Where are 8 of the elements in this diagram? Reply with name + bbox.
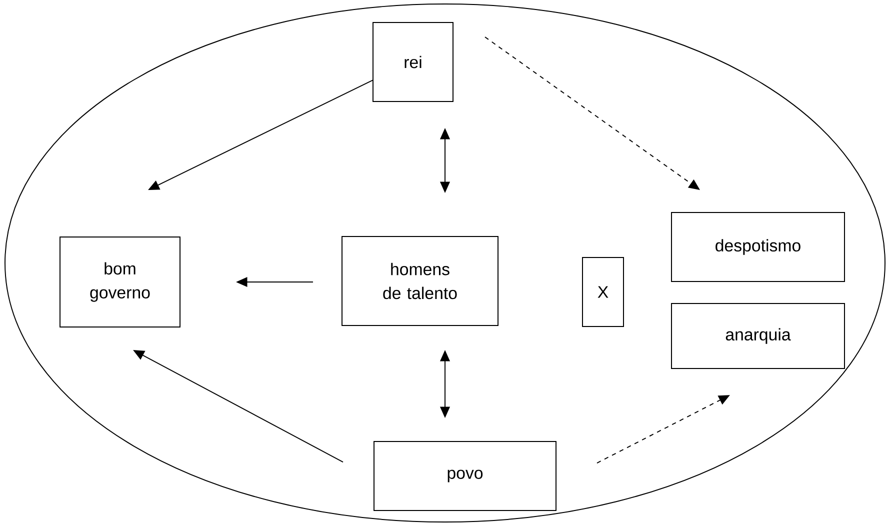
text-box: X <box>582 257 624 327</box>
text-box: rei <box>372 22 454 102</box>
text-box: anarquia <box>671 303 845 369</box>
text-box: bom governo <box>60 236 180 328</box>
text-box: povo <box>374 441 556 511</box>
ellipse-outline <box>4 4 886 522</box>
text-box: despotismo <box>671 212 845 282</box>
text-box: homens de talento <box>342 236 498 326</box>
